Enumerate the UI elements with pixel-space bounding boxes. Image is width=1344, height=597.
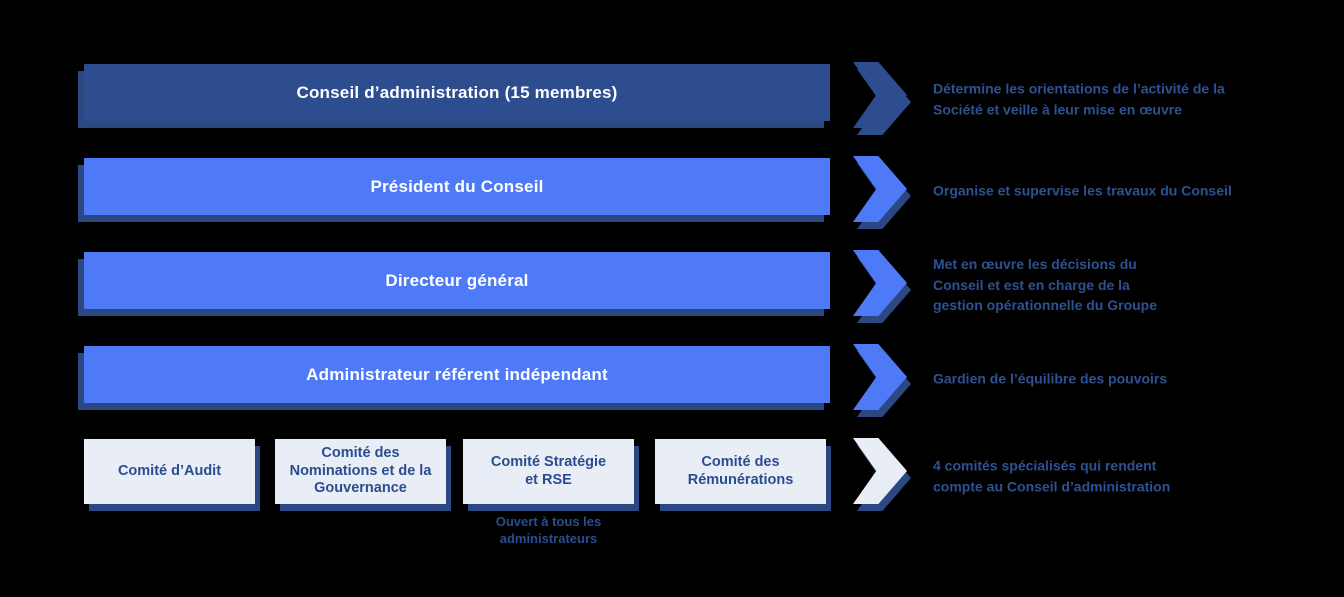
chevron-face	[853, 344, 907, 410]
committee-strategie-rse-note: Ouvert à tous les administrateurs	[495, 514, 602, 546]
committee-box-audit-label: Comité d’Audit	[117, 462, 222, 479]
committee-box-nominations-gouvernance: Comité des Nominations et de la Gouverna…	[275, 439, 446, 504]
chevron-right-icon	[853, 62, 911, 135]
bar-president-du-conseil: Président du Conseil	[84, 158, 830, 215]
description-conseil-administration: Détermine les orientations de l’activité…	[933, 80, 1225, 117]
chevron-face	[853, 438, 907, 504]
bar-conseil-administration: Conseil d’administration (15 membres)	[84, 64, 830, 121]
bar-conseil-administration-label: Conseil d’administration (15 membres)	[296, 82, 618, 102]
chevron-right-icon	[853, 156, 911, 229]
bar-directeur-general-label: Directeur général	[385, 270, 529, 290]
chevron-face	[853, 62, 907, 128]
chevron-right-icon	[853, 344, 911, 417]
bar-administrateur-referent: Administrateur référent indépendant	[84, 346, 830, 403]
committee-box-remunerations: Comité des Rémunérations	[655, 439, 826, 504]
committee-box-nominations-gouvernance-label: Comité des Nominations et de la Gouverna…	[289, 444, 432, 497]
bar-president-du-conseil-label: Président du Conseil	[370, 176, 544, 196]
description-administrateur-referent: Gardien de l’équilibre des pouvoirs	[933, 370, 1168, 387]
chevron-face	[853, 156, 907, 222]
description-directeur-general: Met en œuvre les décisions du Conseil et…	[933, 255, 1158, 314]
chevron-right-icon	[853, 250, 911, 323]
committee-box-remunerations-label: Comité des Rémunérations	[687, 453, 794, 488]
committee-box-strategie-rse: Comité Stratégie et RSE	[463, 439, 634, 504]
chevron-right-icon	[853, 438, 911, 511]
committee-box-audit: Comité d’Audit	[84, 439, 255, 504]
description-comites: 4 comités spécialisés qui rendent compte…	[933, 457, 1171, 494]
description-president-du-conseil: Organise et supervise les travaux du Con…	[933, 182, 1232, 199]
bar-administrateur-referent-label: Administrateur référent indépendant	[306, 364, 608, 384]
bar-directeur-general: Directeur général	[84, 252, 830, 309]
chevron-face	[853, 250, 907, 316]
committee-box-strategie-rse-label: Comité Stratégie et RSE	[490, 453, 607, 488]
